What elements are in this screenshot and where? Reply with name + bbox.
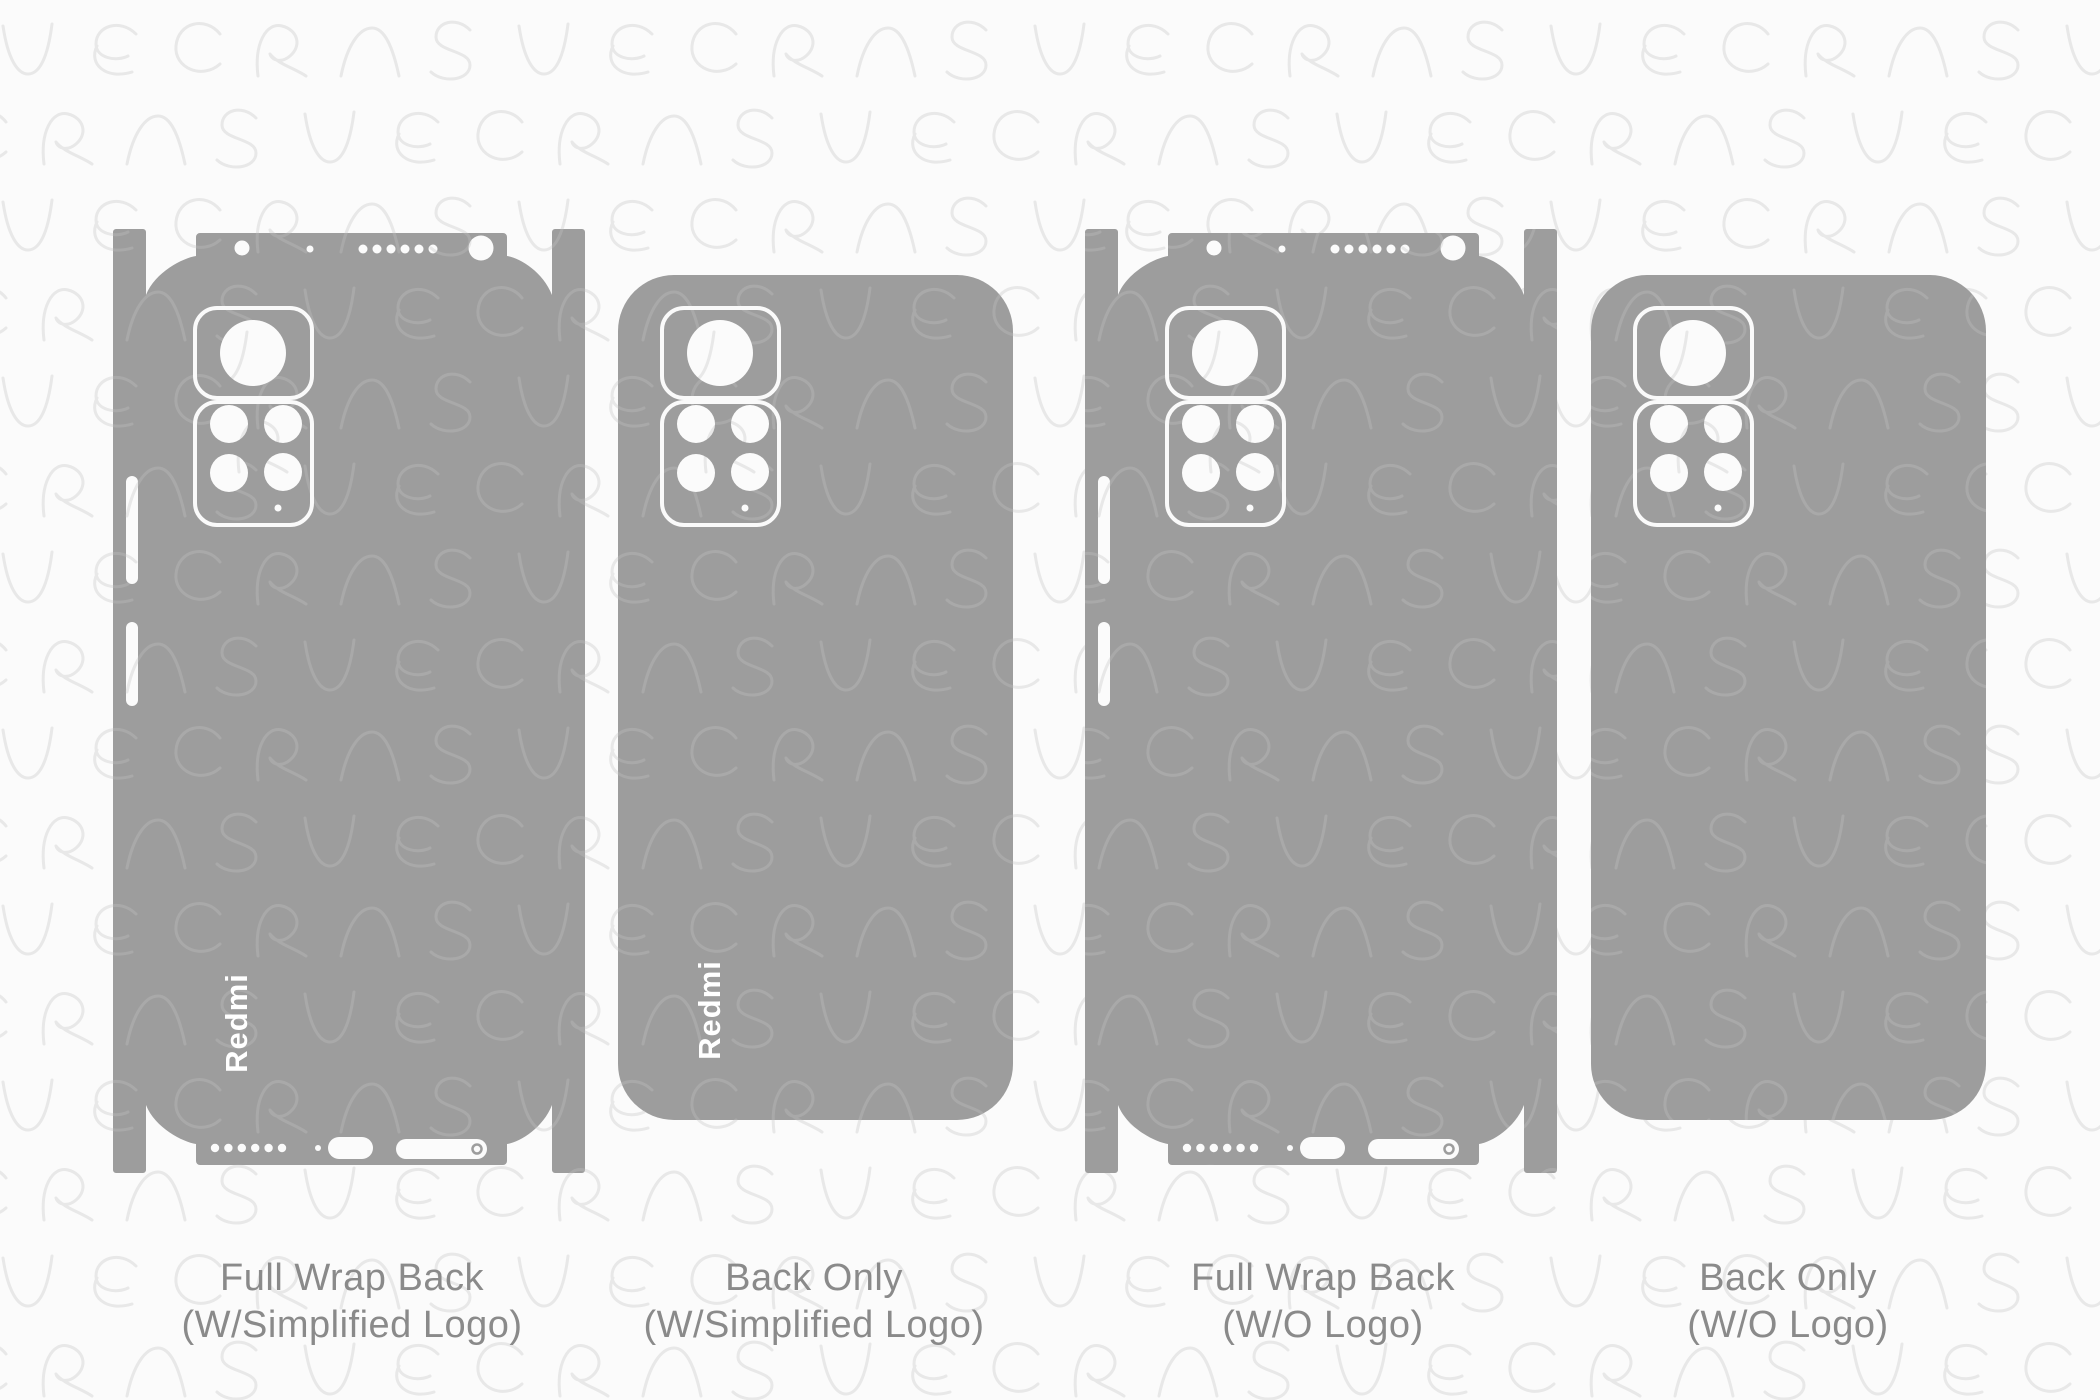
caption-line1: Full Wrap Back (220, 1257, 484, 1299)
template-full-wrap-no-logo (1085, 229, 1557, 1173)
caption-full-wrap-simplified-logo: Full Wrap Back (W/Simplified Logo) (32, 1255, 672, 1349)
caption-back-only-no-logo: Back Only (W/O Logo) (1468, 1255, 2100, 1349)
caption-full-wrap-no-logo: Full Wrap Back (W/O Logo) (1003, 1255, 1643, 1349)
caption-line1: Back Only (1699, 1257, 1877, 1299)
caption-back-only-simplified-logo: Back Only (W/Simplified Logo) (494, 1255, 1134, 1349)
caption-line2: (W/O Logo) (1687, 1304, 1889, 1346)
caption-line2: (W/Simplified Logo) (181, 1304, 523, 1346)
caption-line1: Full Wrap Back (1191, 1257, 1455, 1299)
caption-line2: (W/Simplified Logo) (643, 1304, 985, 1346)
redmi-logo-back-only: Redmi (692, 960, 727, 1060)
caption-line2: (W/O Logo) (1222, 1304, 1424, 1346)
template-full-wrap-simplified-logo (113, 229, 585, 1173)
caption-line1: Back Only (725, 1257, 903, 1299)
redmi-logo-full-wrap: Redmi (219, 973, 254, 1073)
template-back-only-simplified-logo (618, 275, 1013, 1120)
template-back-only-no-logo (1591, 275, 1986, 1120)
